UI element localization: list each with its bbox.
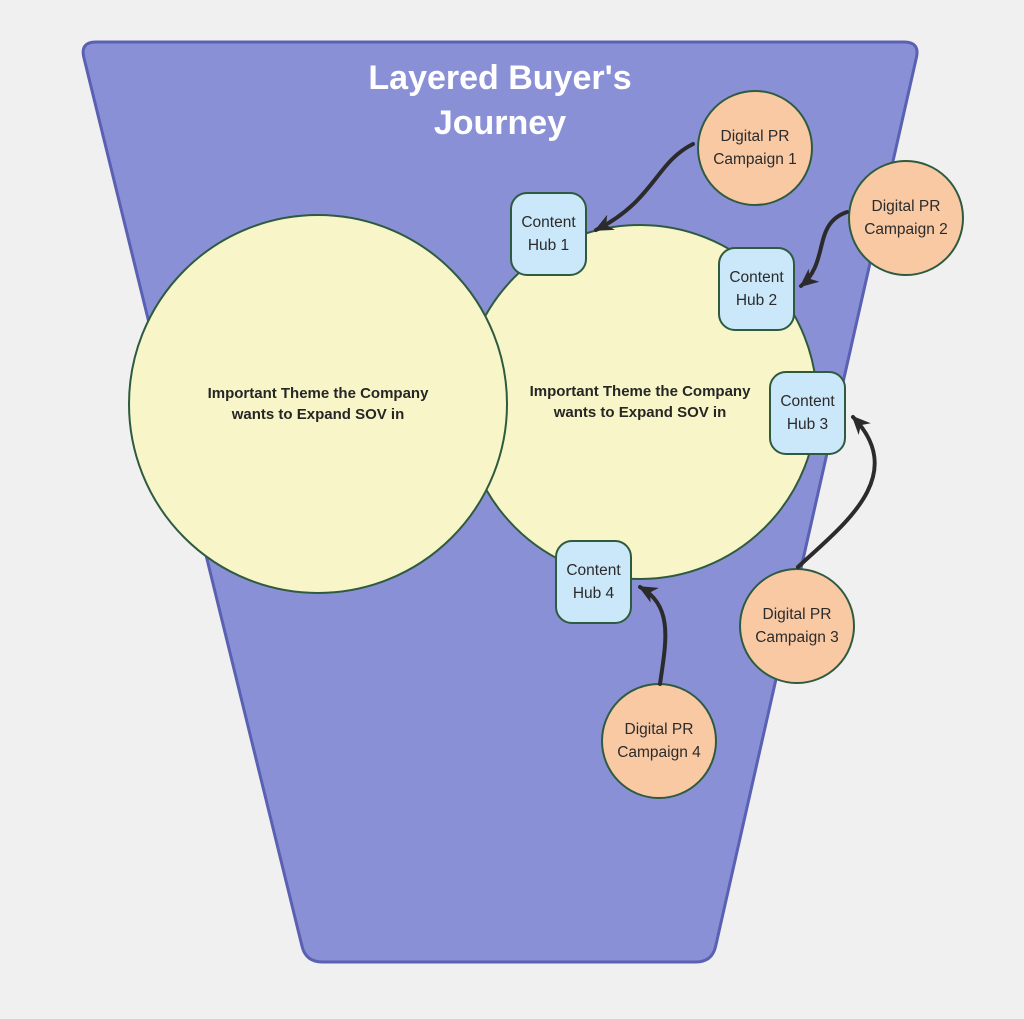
content-hub-3-label: Content Hub 3 (780, 393, 835, 433)
content-hub-4: Content Hub 4 (555, 540, 632, 624)
campaign-circle-3: Digital PR Campaign 3 (739, 568, 855, 684)
campaign-circle-2: Digital PR Campaign 2 (848, 160, 964, 276)
content-hub-1: Content Hub 1 (510, 192, 587, 276)
campaign-4-label: Digital PR Campaign 4 (617, 721, 701, 761)
theme-circle-left: Important Theme the Company wants to Exp… (128, 214, 508, 594)
campaign-3-label: Digital PR Campaign 3 (755, 606, 839, 646)
content-hub-4-label: Content Hub 4 (566, 562, 621, 602)
arrow-campaign1-to-hub1 (594, 142, 695, 232)
arrow-campaign2-to-hub2 (799, 210, 849, 288)
campaign-circle-1: Digital PR Campaign 1 (697, 90, 813, 206)
theme-left-label: Important Theme the Company wants to Exp… (207, 385, 429, 423)
diagram-title: Layered Buyer's Journey (368, 59, 632, 142)
campaign-1-label: Digital PR Campaign 1 (713, 128, 797, 168)
campaign-circle-4: Digital PR Campaign 4 (601, 683, 717, 799)
arrow-campaign4-to-hub4 (638, 585, 668, 686)
theme-right-label: Important Theme the Company wants to Exp… (529, 383, 751, 421)
content-hub-1-label: Content Hub 1 (521, 214, 576, 254)
campaign-2-label: Digital PR Campaign 2 (864, 198, 948, 238)
content-hub-2-label: Content Hub 2 (729, 269, 784, 309)
content-hub-2: Content Hub 2 (718, 247, 795, 331)
content-hub-3: Content Hub 3 (769, 371, 846, 455)
